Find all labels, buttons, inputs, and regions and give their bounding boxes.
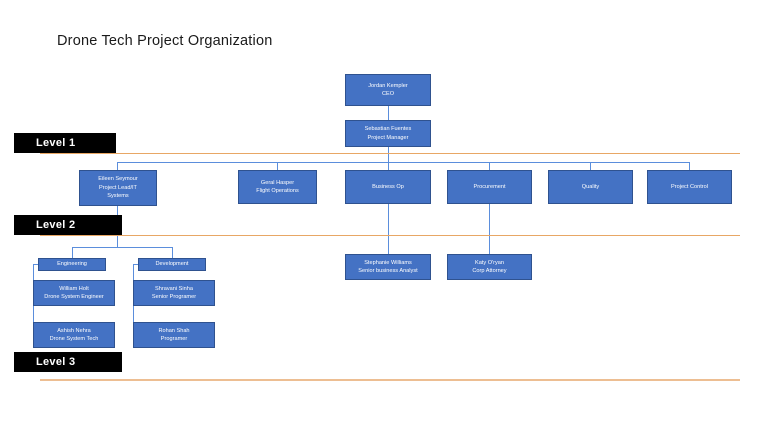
- connector-level2-bus: [117, 162, 690, 163]
- level-1-divider-rule: [40, 153, 740, 155]
- node-flight-ops-name: Geral Hasper: [260, 179, 295, 186]
- node-quality-label: Quality: [581, 183, 600, 190]
- node-drone-engineer[interactable]: William Holt Drone System Engineer: [33, 280, 115, 306]
- node-flight-ops[interactable]: Geral Hasper Flight Operations: [238, 170, 317, 204]
- level-3-divider-rule: [40, 379, 740, 381]
- level-1-label: Level 1: [36, 137, 76, 149]
- node-project-manager-name: Sebastian Fuentes: [364, 126, 412, 133]
- node-senior-programmer-name: Shravani Sinha: [155, 285, 193, 292]
- node-ceo-name: Jordan Kempler: [368, 82, 408, 89]
- node-drone-tech-role: Drone System Tech: [49, 336, 99, 342]
- node-drone-engineer-name: William Holt: [59, 285, 89, 292]
- connector-project-manager-trunk: [388, 147, 389, 170]
- node-flight-ops-role: Flight Operations: [256, 188, 299, 194]
- node-project-manager-role: Project Manager: [367, 134, 409, 141]
- node-project-manager[interactable]: Sebastian Fuentes Project Manager: [345, 120, 431, 147]
- connector-business-op-to-analyst: [388, 204, 389, 254]
- node-programmer-role: Programer: [160, 336, 188, 342]
- node-project-lead-name: Eileen Seymour: [98, 176, 138, 183]
- node-development-label: Development: [155, 261, 189, 268]
- level-3-label: Level 3: [36, 356, 76, 368]
- node-engineering-label: Engineering: [57, 261, 87, 268]
- connector-sub-bus-to-development: [172, 247, 173, 258]
- connector-ceo-to-project-manager: [388, 106, 389, 120]
- connector-bus-to-procurement: [489, 162, 490, 170]
- node-development[interactable]: Development: [138, 258, 206, 271]
- node-project-lead-role: Project Lead/IT: [99, 184, 137, 191]
- connector-bus-to-project-control: [689, 162, 690, 170]
- node-drone-tech-name: Ashish Nehra: [57, 327, 91, 334]
- node-corp-attorney-name: Katy O'ryan: [474, 259, 505, 266]
- node-project-lead[interactable]: Eileen Seymour Project Lead/IT Systems: [79, 170, 157, 206]
- connector-level3-sub-bus: [72, 247, 173, 248]
- node-business-analyst[interactable]: Stephanie Williams Senior business Analy…: [345, 254, 431, 280]
- node-ceo-role: CEO: [381, 91, 395, 97]
- node-project-control-label: Project Control: [671, 183, 708, 190]
- connector-bus-to-business-op: [388, 162, 389, 170]
- node-procurement[interactable]: Procurement: [447, 170, 532, 204]
- connector-bus-to-flight-ops: [277, 162, 278, 170]
- node-business-analyst-name: Stephanie Williams: [364, 259, 412, 266]
- node-business-op[interactable]: Business Op: [345, 170, 431, 204]
- node-business-analyst-role: Senior business Analyst: [358, 268, 418, 274]
- connector-bus-to-quality: [590, 162, 591, 170]
- connector-engineering-stub: [33, 264, 40, 265]
- connector-sub-bus-to-engineering: [72, 247, 73, 258]
- connector-procurement-to-attorney: [489, 204, 490, 254]
- node-procurement-label: Procurement: [473, 183, 506, 190]
- connector-development-stub: [133, 264, 140, 265]
- node-project-lead-role-cont: Systems: [107, 193, 129, 200]
- node-drone-engineer-role: Drone System Engineer: [44, 294, 104, 300]
- node-business-op-label: Business Op: [372, 183, 404, 190]
- node-programmer[interactable]: Rohan Shah Programer: [133, 322, 215, 348]
- node-drone-tech[interactable]: Ashish Nehra Drone System Tech: [33, 322, 115, 348]
- level-1-tag: Level 1: [14, 133, 116, 153]
- node-corp-attorney-role: Corp Attorney: [472, 268, 507, 274]
- level-2-tag: Level 2: [14, 215, 122, 235]
- node-quality[interactable]: Quality: [548, 170, 633, 204]
- node-engineering[interactable]: Engineering: [38, 258, 106, 271]
- level-3-tag: Level 3: [14, 352, 122, 372]
- node-project-control[interactable]: Project Control: [647, 170, 732, 204]
- node-senior-programmer[interactable]: Shravani Sinha Senior Programer: [133, 280, 215, 306]
- page-title: Drone Tech Project Organization: [57, 33, 273, 49]
- node-ceo[interactable]: Jordan Kempler CEO: [345, 74, 431, 106]
- node-senior-programmer-role: Senior Programer: [151, 294, 197, 300]
- node-corp-attorney[interactable]: Katy O'ryan Corp Attorney: [447, 254, 532, 280]
- level-2-label: Level 2: [36, 219, 76, 231]
- node-programmer-name: Rohan Shah: [158, 327, 190, 334]
- connector-bus-to-project-lead: [117, 162, 118, 170]
- level-2-divider-rule: [40, 235, 740, 237]
